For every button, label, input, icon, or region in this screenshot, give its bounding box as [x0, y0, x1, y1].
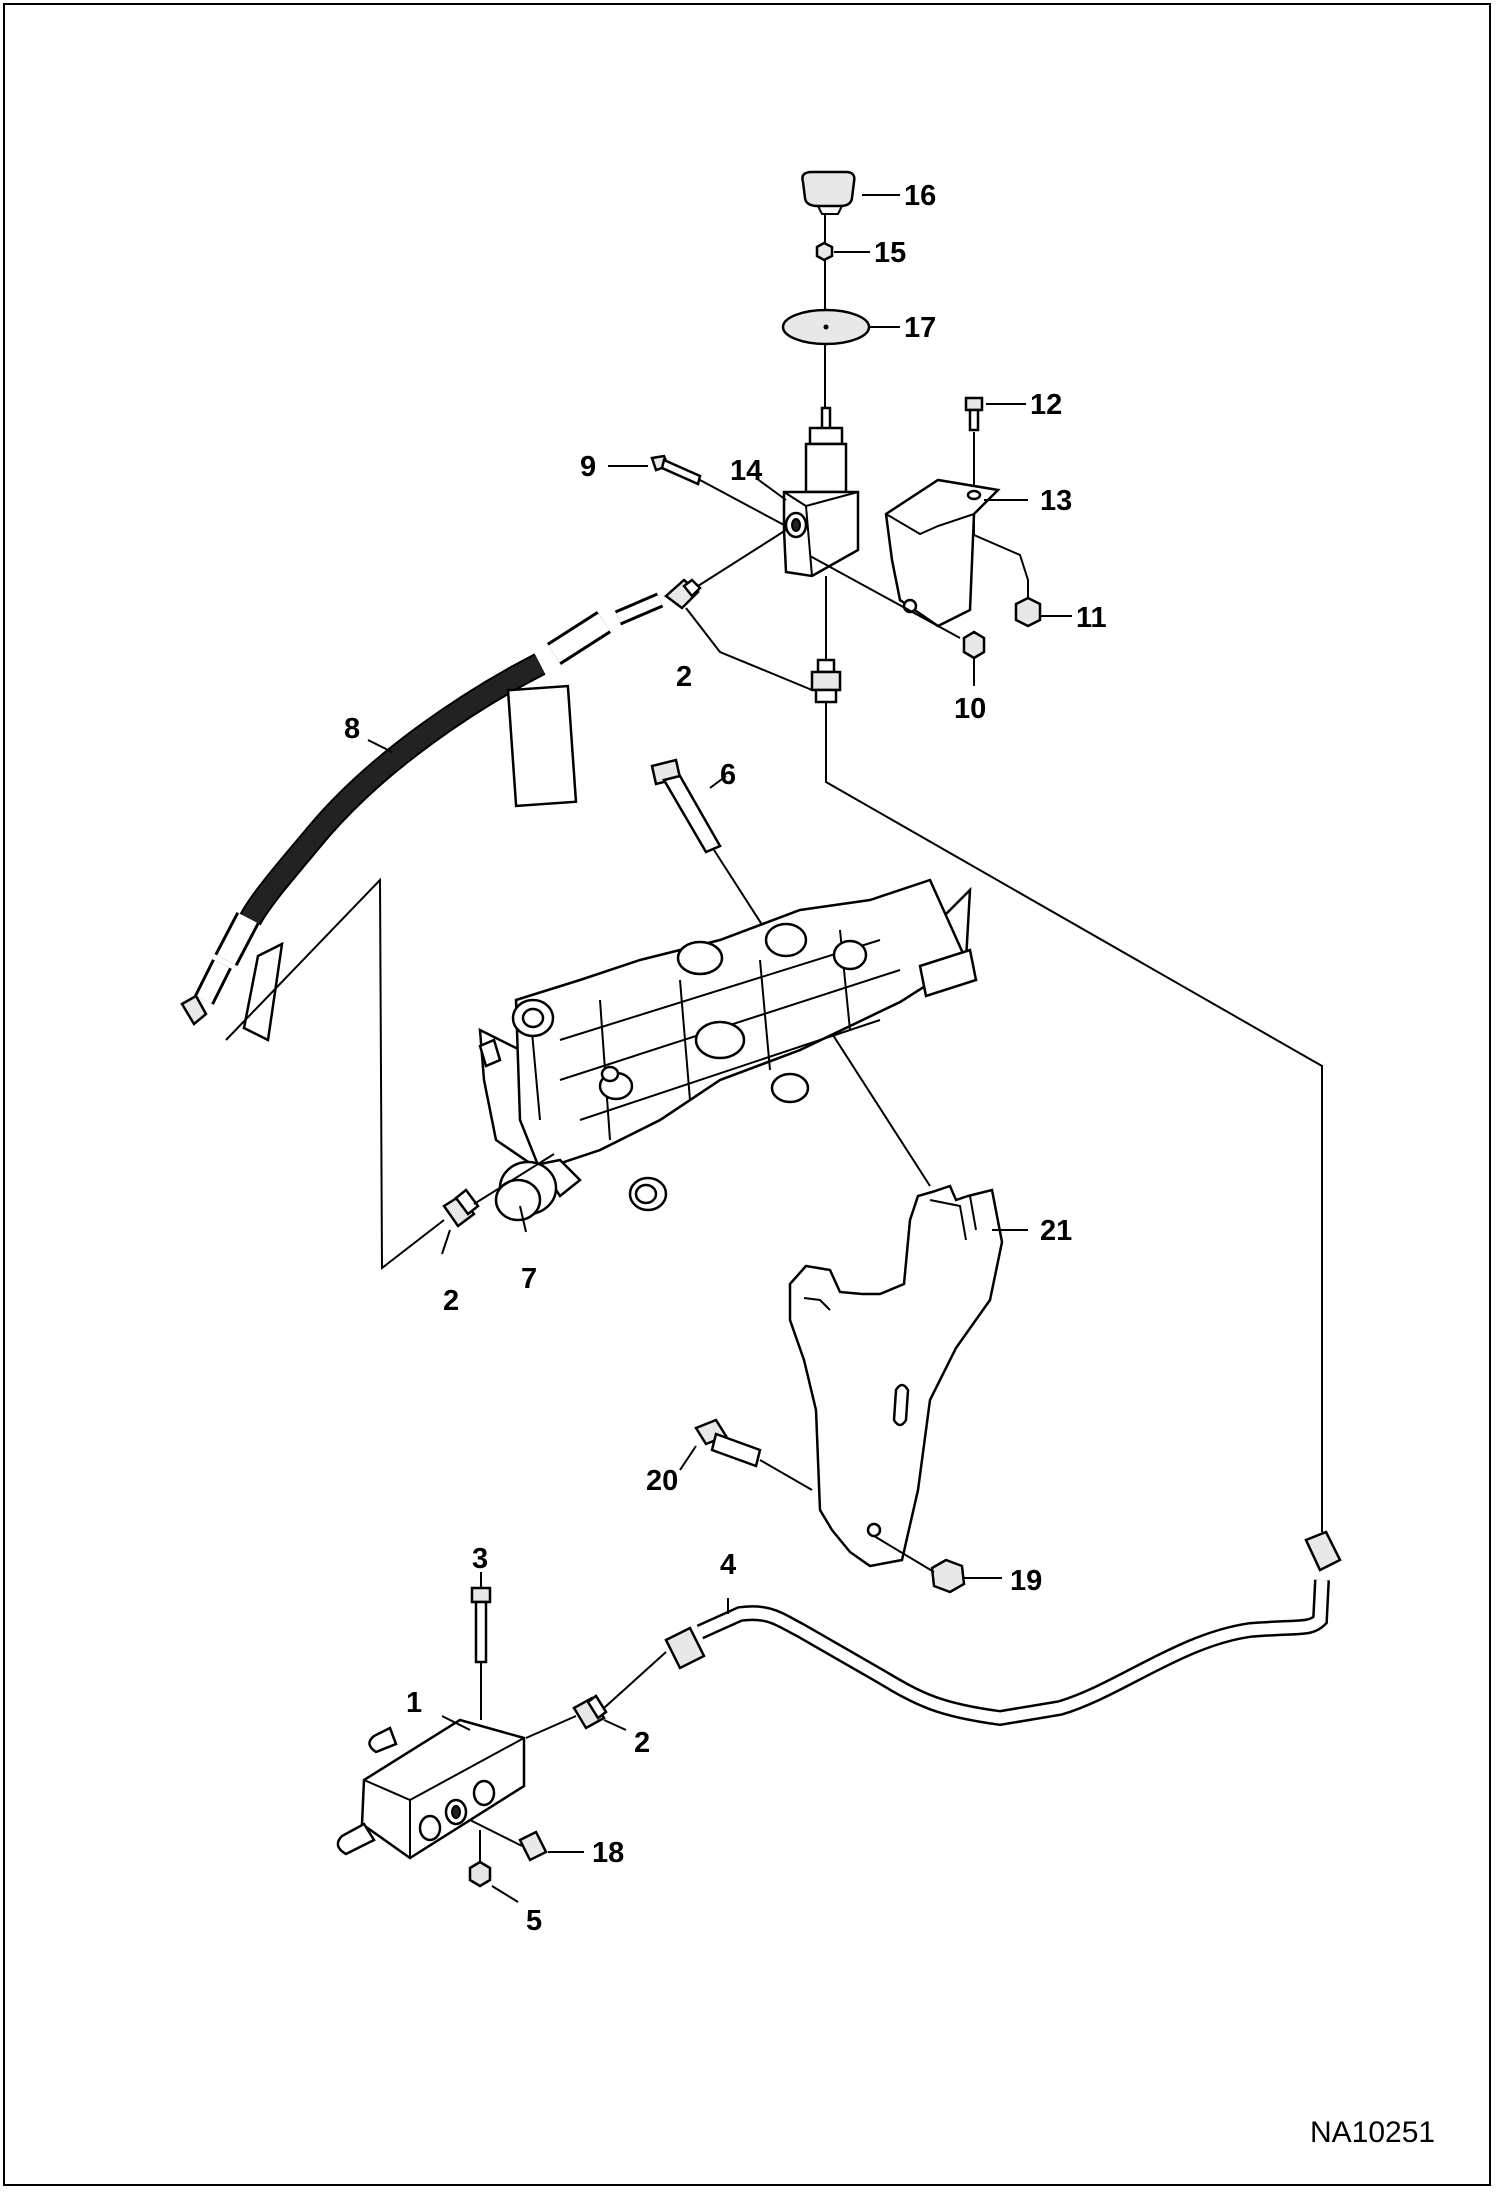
part-14-valve — [782, 406, 860, 578]
part-2-fitting-d — [525, 1651, 667, 1739]
part-7-control-valve — [478, 878, 978, 1222]
part-13-bracket — [884, 478, 1001, 628]
callouts: 16 15 17 12 9 14 13 11 2 10 8 6 21 2 7 2… — [344, 180, 1107, 1937]
part-20-bolt — [694, 1418, 813, 1491]
callout-10: 10 — [954, 693, 986, 725]
callout-2a: 2 — [676, 661, 692, 693]
part-17-disc — [781, 308, 871, 346]
callout-14: 14 — [730, 455, 762, 487]
callout-12: 12 — [1030, 389, 1062, 421]
part-2-fitting-b — [810, 576, 842, 704]
drawing-code: NA10251 — [1310, 2116, 1435, 2149]
callout-2c: 2 — [634, 1727, 650, 1759]
callout-5: 5 — [526, 1905, 542, 1937]
callout-11: 11 — [1076, 602, 1107, 634]
part-2-fitting-c — [442, 1153, 555, 1228]
part-15-nut — [815, 241, 834, 262]
callout-3: 3 — [472, 1543, 488, 1575]
callout-leaders — [367, 194, 1072, 1903]
callout-15: 15 — [874, 237, 906, 269]
callout-1: 1 — [406, 1687, 422, 1719]
callout-19: 19 — [1010, 1565, 1042, 1597]
callout-13: 13 — [1040, 485, 1072, 517]
callout-7: 7 — [521, 1263, 537, 1295]
part-21-bracket — [788, 1184, 1004, 1568]
part-1-block — [336, 1718, 526, 1860]
callout-8: 8 — [344, 713, 360, 745]
part-8-hose — [180, 592, 664, 1042]
callout-20: 20 — [646, 1465, 678, 1497]
part-16-knob — [801, 170, 856, 215]
callout-6: 6 — [720, 759, 736, 791]
part-4-tube — [664, 1530, 1342, 1727]
callout-9: 9 — [580, 451, 596, 483]
part-18-plug — [469, 1819, 548, 1862]
callout-17: 17 — [904, 312, 936, 344]
part-3-bolt — [470, 1586, 492, 1720]
callout-16: 16 — [904, 180, 936, 212]
callout-18: 18 — [592, 1837, 624, 1869]
part-11-nut — [1014, 596, 1042, 628]
callout-4: 4 — [720, 1549, 736, 1581]
part-10-nut — [962, 630, 986, 660]
part-5-nut — [468, 1830, 492, 1888]
part-9-bolt — [650, 454, 785, 526]
callout-2b: 2 — [443, 1285, 459, 1317]
drawing-frame — [3, 3, 1491, 2186]
callout-21: 21 — [1040, 1215, 1072, 1247]
part-12-bolt — [964, 396, 984, 490]
part-19-nut — [873, 1535, 966, 1594]
part-2-fitting-a — [664, 529, 787, 610]
